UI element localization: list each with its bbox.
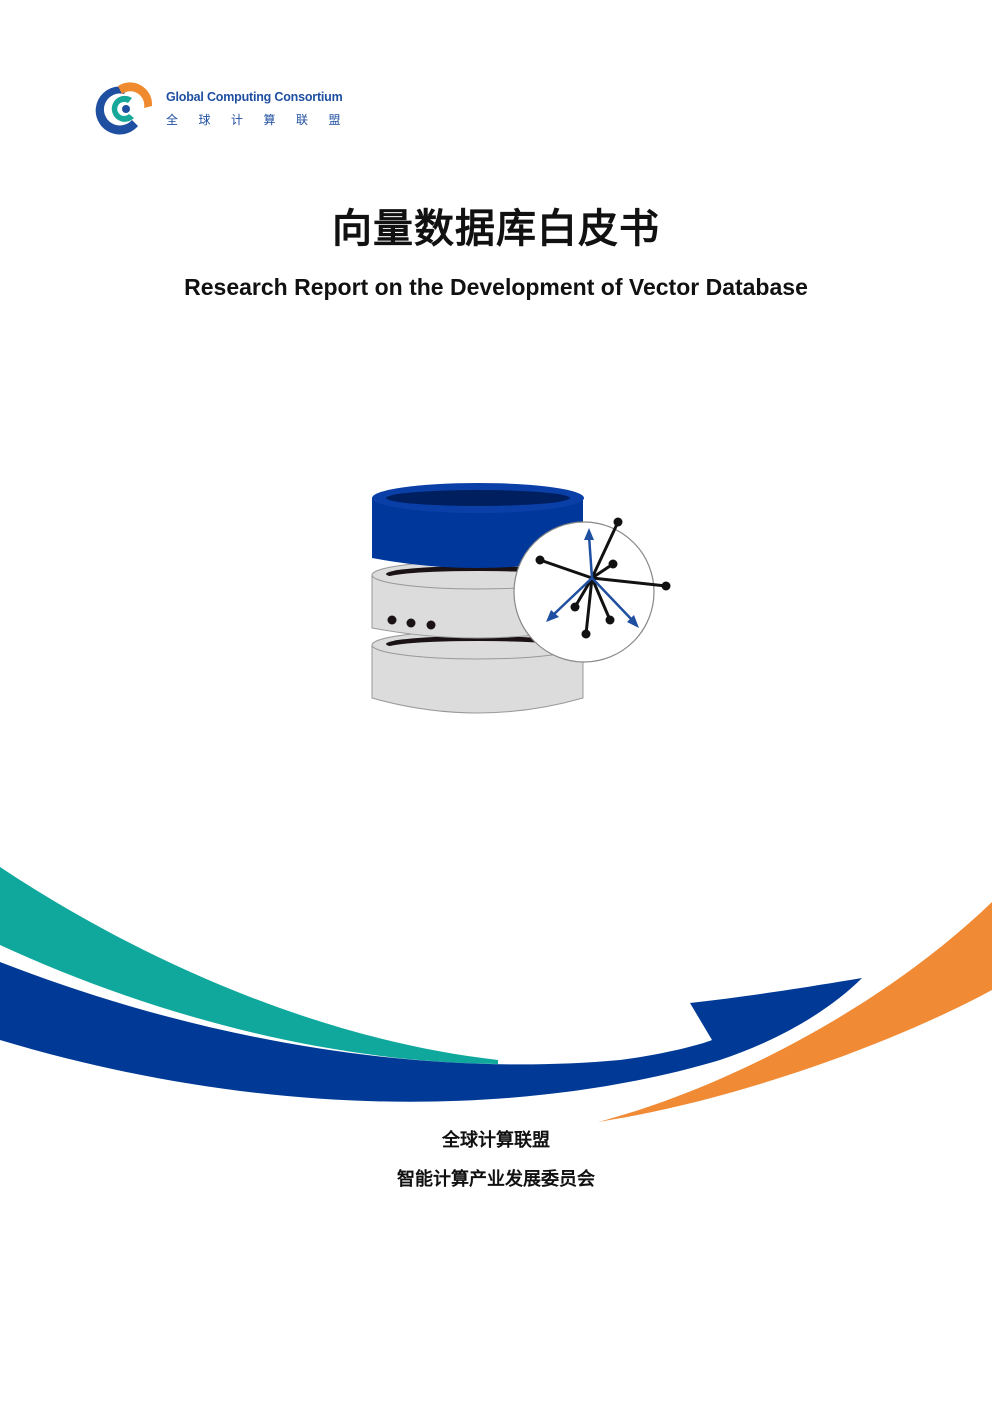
- decorative-swoosh: [0, 867, 992, 1122]
- page-subtitle: Research Report on the Development of Ve…: [184, 274, 808, 300]
- committee-name: 智能计算产业发展委员会: [397, 1169, 595, 1190]
- gcc-logo-icon: [95, 82, 153, 135]
- logo-english-name: Global Computing Consortium: [166, 90, 343, 104]
- organization-name: 全球计算联盟: [442, 1130, 550, 1151]
- page-title: 向量数据库白皮书: [332, 206, 660, 252]
- vector-database-icon: [371, 483, 671, 714]
- consortium-logo: Global Computing Consortium 全球计算联盟: [88, 82, 358, 136]
- logo-chinese-name: 全球计算联盟: [166, 113, 362, 127]
